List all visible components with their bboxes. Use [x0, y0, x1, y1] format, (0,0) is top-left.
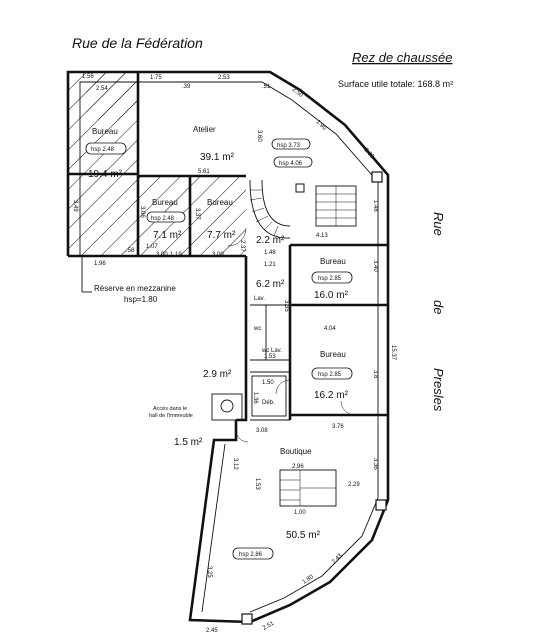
svg-text:1.21: 1.21 — [264, 262, 276, 268]
room-atelier-area: 39.1 m² — [200, 152, 235, 163]
svg-text:3.36: 3.36 — [372, 458, 378, 470]
svg-text:2.51: 2.51 — [262, 620, 276, 631]
svg-text:2.54: 2.54 — [96, 86, 108, 92]
room-bureau4-hsp: hsp 2.85 — [318, 276, 342, 282]
svg-text:2.50: 2.50 — [291, 87, 304, 99]
reserve-hatch — [68, 72, 246, 256]
svg-text:.51: .51 — [262, 84, 271, 90]
svg-text:2.29: 2.29 — [348, 482, 360, 488]
svg-text:15.37: 15.37 — [390, 345, 396, 361]
room-bureau4-area: 16.0 m² — [314, 290, 349, 301]
svg-text:1.00: 1.00 — [294, 510, 306, 516]
svg-text:1.96: 1.96 — [94, 261, 106, 267]
svg-text:1.90: 1.90 — [315, 119, 328, 132]
svg-text:1.48: 1.48 — [264, 250, 276, 256]
reserve-line1: Réserve en mezzanine — [94, 284, 176, 293]
room-bureau4-label: Bureau — [320, 257, 346, 266]
room-bureau2-area: 7.1 m² — [153, 230, 182, 241]
svg-text:2.43: 2.43 — [331, 552, 344, 565]
room-bureau5-label: Bureau — [320, 350, 346, 359]
svg-text:1.19: 1.19 — [170, 252, 182, 258]
room-boutique-hsp: hsp 2.86 — [239, 552, 263, 558]
room-sanitaires-wc: wc — [253, 326, 261, 332]
svg-text:3.12: 3.12 — [232, 458, 238, 470]
svg-text:1.75: 1.75 — [150, 75, 162, 81]
svg-text:3.25: 3.25 — [206, 566, 212, 578]
room-bureau3-label: Bureau — [207, 198, 233, 207]
room-bureau2-hsp: hsp 2.48 — [151, 216, 175, 222]
svg-text:3.49: 3.49 — [72, 200, 78, 212]
svg-text:2.53: 2.53 — [218, 75, 230, 81]
room-palier-area: 2.2 m² — [256, 235, 285, 246]
room-deb-label: Déb. — [262, 400, 275, 406]
door-icons — [227, 227, 356, 443]
level-title: Rez de chaussée — [352, 50, 452, 65]
svg-text:3.8: 3.8 — [372, 370, 378, 379]
svg-text:2.45: 2.45 — [206, 628, 218, 634]
svg-text:3.40: 3.40 — [372, 260, 378, 272]
svg-text:1.07: 1.07 — [146, 244, 158, 250]
room-bureau1-label: Bureau — [92, 127, 118, 136]
stair-top-icon — [315, 185, 357, 227]
street-right-1: Rue — [431, 212, 446, 236]
svg-text:3.35: 3.35 — [283, 300, 289, 312]
svg-text:2.37: 2.37 — [239, 240, 245, 252]
room-sanitaires-wclav: wc Lav. — [261, 348, 282, 354]
svg-text:2.96: 2.96 — [292, 464, 304, 470]
acces-label-2: hall de l'immeuble — [149, 413, 193, 419]
svg-text:3.60: 3.60 — [256, 130, 262, 142]
svg-text:1.53: 1.53 — [264, 354, 276, 360]
room-bureau2-label: Bureau — [152, 198, 178, 207]
spiral-stair-icon — [249, 179, 291, 239]
room-sanitaires-area: 6.2 m² — [256, 279, 285, 290]
stair-boutique-icon — [279, 469, 337, 507]
room-sanitaires-lav: Lav. — [254, 296, 265, 302]
svg-text:.39: .39 — [182, 84, 191, 90]
svg-text:3.08: 3.08 — [256, 428, 268, 434]
pillar-icon — [375, 499, 387, 511]
svg-text:3.06: 3.06 — [139, 206, 145, 218]
room-atelier-hsp-a: hsp 3.73 — [277, 143, 301, 149]
svg-text:1.36: 1.36 — [252, 392, 258, 404]
svg-text:1.48: 1.48 — [372, 200, 378, 212]
interior-walls — [68, 72, 388, 421]
street-right-3: Presles — [431, 368, 446, 412]
street-right-2: de — [431, 300, 446, 314]
room-bureau1-area: 19.4 m² — [88, 169, 123, 180]
svg-text:1.80: 1.80 — [302, 574, 316, 586]
room-deb-area: 2.9 m² — [203, 369, 232, 380]
room-boutique-area: 50.5 m² — [286, 530, 321, 541]
svg-text:3.00: 3.00 — [212, 252, 224, 258]
acces-label-1: Accès dans le — [153, 406, 187, 412]
street-name-top: Rue de la Fédération — [72, 35, 203, 51]
svg-text:1.53: 1.53 — [254, 478, 260, 490]
svg-text:3.00: 3.00 — [156, 252, 168, 258]
svg-text:4.13: 4.13 — [316, 233, 328, 239]
room-atelier-hsp-b: hsp 4.06 — [279, 161, 303, 167]
room-bureau3-area: 7.7 m² — [207, 230, 236, 241]
pillar-icon — [295, 183, 305, 193]
svg-text:5.61: 5.61 — [198, 169, 210, 175]
reserve-line2: hsp=1.80 — [124, 295, 158, 304]
room-boutique-label: Boutique — [280, 447, 312, 456]
room-bureau5-area: 16.2 m² — [314, 390, 349, 401]
pillar-icon — [371, 171, 383, 183]
room-acces-area: 1.5 m² — [174, 437, 203, 448]
svg-text:3.37: 3.37 — [194, 208, 200, 220]
pillar-icon — [241, 613, 253, 625]
svg-text:.58: .58 — [126, 248, 135, 254]
room-atelier-label: Atelier — [193, 125, 216, 134]
room-bureau1-hsp: hsp 2.48 — [91, 147, 115, 153]
surface-total: Surface utile totale: 168.8 m² — [338, 79, 453, 89]
svg-text:3.76: 3.76 — [332, 424, 344, 430]
svg-text:4.04: 4.04 — [324, 326, 336, 332]
outer-walls — [66, 70, 390, 624]
svg-text:1.56: 1.56 — [82, 74, 94, 80]
room-bureau5-hsp: hsp 2.85 — [318, 372, 342, 378]
svg-text:1.50: 1.50 — [262, 380, 274, 386]
